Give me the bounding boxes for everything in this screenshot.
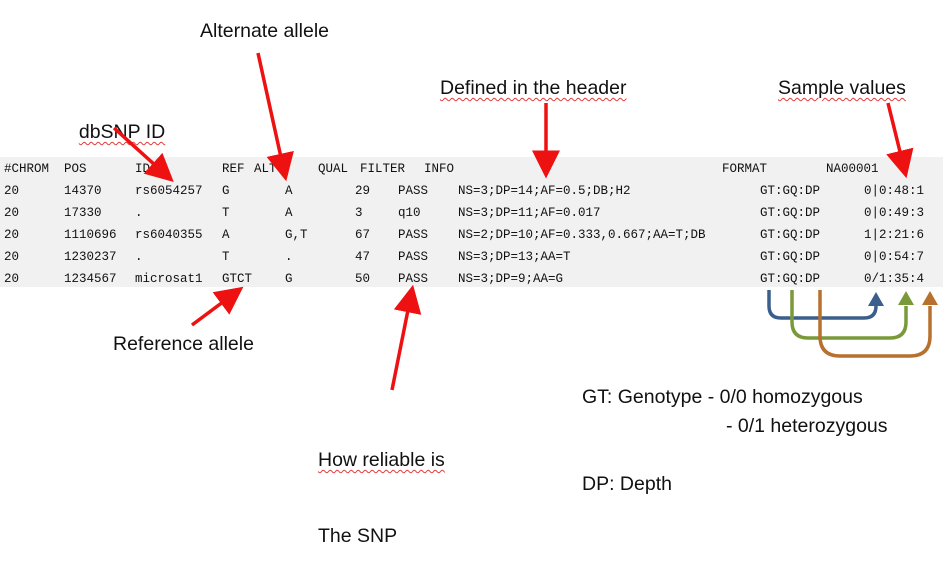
row-id: . bbox=[135, 250, 143, 264]
row-sample: 0|0:49:3 bbox=[864, 206, 925, 220]
row-alt: G bbox=[285, 272, 293, 286]
row-alt: G,T bbox=[285, 228, 308, 242]
row-filter: q10 bbox=[398, 206, 421, 220]
row-alt: A bbox=[285, 184, 293, 198]
alternate-allele-label: Alternate allele bbox=[200, 20, 329, 42]
row-info: NS=2;DP=10;AF=0.333,0.667;AA=T;DB bbox=[458, 228, 706, 242]
row-qual: 29 bbox=[355, 184, 371, 198]
row-chrom: 20 bbox=[4, 206, 20, 220]
row-alt: A bbox=[285, 206, 293, 220]
vcf-table: #CHROM POS ID REF ALT QUAL FILTER INFO F… bbox=[0, 157, 943, 287]
reference-allele-label: Reference allele bbox=[113, 333, 254, 355]
row-ref: GTCT bbox=[222, 272, 253, 286]
header-format: FORMAT bbox=[722, 162, 768, 176]
row-chrom: 20 bbox=[4, 228, 20, 242]
row-filter: PASS bbox=[398, 184, 429, 198]
gt-connector-head bbox=[868, 292, 884, 306]
row-chrom: 20 bbox=[4, 184, 20, 198]
row-format: GT:GQ:DP bbox=[760, 184, 821, 198]
row-alt: . bbox=[285, 250, 293, 264]
row-info: NS=3;DP=11;AF=0.017 bbox=[458, 206, 601, 220]
row-sample: 0|0:48:1 bbox=[864, 184, 925, 198]
row-format: GT:GQ:DP bbox=[760, 228, 821, 242]
row-id: . bbox=[135, 206, 143, 220]
sample-values-label: Sample values bbox=[778, 77, 906, 99]
alternate-allele-arrow bbox=[256, 52, 294, 182]
row-qual: 47 bbox=[355, 250, 371, 264]
dp-connector bbox=[818, 290, 932, 358]
sample-values-arrow bbox=[886, 102, 914, 179]
row-format: GT:GQ:DP bbox=[760, 272, 821, 286]
row-filter: PASS bbox=[398, 228, 429, 242]
row-pos: 1110696 bbox=[64, 228, 117, 242]
row-pos: 17330 bbox=[64, 206, 102, 220]
row-info: NS=3;DP=14;AF=0.5;DB;H2 bbox=[458, 184, 631, 198]
header-sample: NA00001 bbox=[826, 162, 879, 176]
row-chrom: 20 bbox=[4, 272, 20, 286]
row-qual: 50 bbox=[355, 272, 371, 286]
how-reliable-line1: How reliable is bbox=[318, 449, 445, 471]
dp-depth-label: DP: Depth bbox=[582, 473, 672, 495]
how-reliable-arrow bbox=[390, 284, 422, 391]
row-ref: G bbox=[222, 184, 230, 198]
header-ref: REF bbox=[222, 162, 245, 176]
row-filter: PASS bbox=[398, 272, 429, 286]
row-filter: PASS bbox=[398, 250, 429, 264]
reference-allele-arrow bbox=[190, 286, 244, 327]
row-format: GT:GQ:DP bbox=[760, 206, 821, 220]
row-qual: 3 bbox=[355, 206, 363, 220]
row-format: GT:GQ:DP bbox=[760, 250, 821, 264]
row-id: rs6054257 bbox=[135, 184, 203, 198]
gt-heterozygous-label: - 0/1 heterozygous bbox=[726, 415, 888, 437]
header-filter: FILTER bbox=[360, 162, 406, 176]
dp-connector-head bbox=[922, 291, 938, 305]
gq-connector-head bbox=[898, 291, 914, 305]
row-pos: 14370 bbox=[64, 184, 102, 198]
row-ref: A bbox=[222, 228, 230, 242]
gt-connector bbox=[767, 290, 878, 320]
row-id: microsat1 bbox=[135, 272, 203, 286]
header-info: INFO bbox=[424, 162, 455, 176]
row-sample: 1|2:21:6 bbox=[864, 228, 925, 242]
header-chrom: #CHROM bbox=[4, 162, 50, 176]
row-chrom: 20 bbox=[4, 250, 20, 264]
row-pos: 1234567 bbox=[64, 272, 117, 286]
dbsnp-arrow bbox=[112, 126, 174, 183]
gt-genotype-label: GT: Genotype - 0/0 homozygous bbox=[582, 386, 863, 408]
header-qual: QUAL bbox=[318, 162, 349, 176]
row-id: rs6040355 bbox=[135, 228, 203, 242]
row-ref: T bbox=[222, 250, 230, 264]
row-info: NS=3;DP=13;AA=T bbox=[458, 250, 571, 264]
how-reliable-line2: The SNP bbox=[318, 525, 398, 547]
row-pos: 1230237 bbox=[64, 250, 117, 264]
header-pos: POS bbox=[64, 162, 87, 176]
row-sample: 0|0:54:7 bbox=[864, 250, 925, 264]
row-qual: 67 bbox=[355, 228, 371, 242]
arrow-overlay bbox=[112, 52, 938, 391]
defined-in-header-label: Defined in the header bbox=[440, 77, 627, 99]
row-sample: 0/1:35:4 bbox=[864, 272, 925, 286]
row-info: NS=3;DP=9;AA=G bbox=[458, 272, 564, 286]
row-ref: T bbox=[222, 206, 230, 220]
gq-connector bbox=[790, 290, 908, 340]
